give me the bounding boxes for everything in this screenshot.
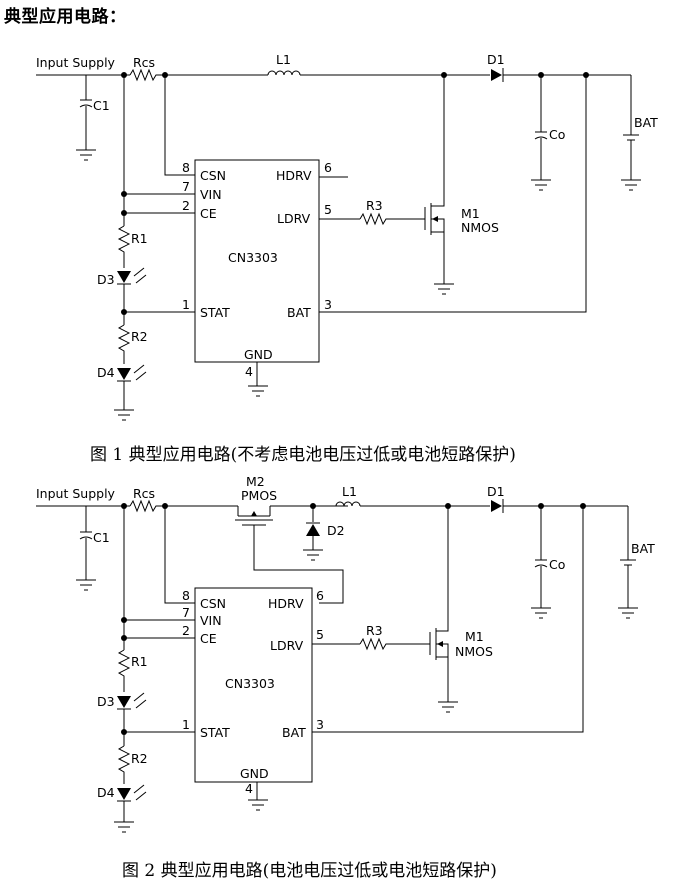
l1-label: L1 (342, 484, 357, 499)
pin-stat-label: STAT (200, 305, 230, 320)
pmos-label: PMOS (241, 488, 277, 503)
m1-label: M1 (465, 629, 484, 644)
pin-ce-label: CE (200, 206, 217, 221)
r1-resistor (117, 225, 131, 268)
pin-4-number: 4 (245, 364, 253, 379)
pin-7-number: 7 (182, 605, 190, 620)
rcs-resistor (129, 68, 165, 82)
pin-stat-label: STAT (200, 725, 230, 740)
pin-ldrv-label: LDRV (270, 638, 304, 653)
rcs-resistor (129, 499, 165, 513)
d4-label: D4 (97, 785, 115, 800)
r3-resistor (359, 637, 430, 651)
l1-label: L1 (276, 52, 291, 67)
pin-8-number: 8 (182, 588, 190, 603)
nmos-label: NMOS (461, 220, 499, 235)
c1-label: C1 (93, 98, 110, 113)
pin-gnd-label: GND (244, 347, 273, 362)
r2-resistor (117, 745, 131, 784)
d4-led (117, 788, 131, 800)
pin-vin-label: VIN (200, 187, 222, 202)
m1-nmos-transistor (424, 75, 445, 284)
pin-1-number: 1 (182, 297, 190, 312)
pin-csn-label: CSN (200, 596, 226, 611)
rcs-label: Rcs (133, 55, 155, 70)
nmos-label: NMOS (455, 644, 493, 659)
m1-nmos-transistor (429, 506, 449, 702)
d2-diode (306, 524, 320, 536)
d1-label: D1 (487, 484, 505, 499)
r3-label: R3 (366, 623, 383, 638)
d1-diode (491, 69, 502, 81)
pin-hdrv-label: HDRV (276, 168, 312, 183)
m2-pmos-transistor (235, 506, 344, 604)
pin-3-number: 3 (324, 297, 332, 312)
d3-led (117, 271, 131, 283)
battery-symbol (623, 134, 639, 180)
circuit-diagram-2: Input Supply Rcs M2 PMOS L1 D2 D1 BAT Co (36, 474, 655, 833)
l1-inductor (335, 501, 361, 507)
d2-label: D2 (327, 523, 345, 538)
m1-label: M1 (461, 206, 480, 221)
pin-hdrv-label: HDRV (268, 596, 304, 611)
chip-name: CN3303 (225, 676, 275, 691)
d3-label: D3 (97, 694, 115, 709)
pin-gnd-label: GND (240, 766, 269, 781)
circuit-diagram-1: Input Supply Rcs L1 D1 BAT Co C1 (36, 52, 658, 421)
pin-1-number: 1 (182, 717, 190, 732)
d3-label: D3 (97, 272, 115, 287)
pin-vin-label: VIN (200, 613, 222, 628)
d4-label: D4 (97, 365, 115, 380)
pin-ce-label: CE (200, 631, 217, 646)
r2-label: R2 (131, 751, 148, 766)
d1-label: D1 (487, 52, 505, 67)
pin-ldrv-label: LDRV (277, 211, 311, 226)
cn3303-chip (194, 587, 313, 783)
pin-4-number: 4 (245, 781, 253, 796)
pin-csn-label: CSN (200, 168, 226, 183)
r2-label: R2 (131, 329, 148, 344)
pin-2-number: 2 (182, 198, 190, 213)
pin-6-number: 6 (324, 160, 332, 175)
r1-label: R1 (131, 231, 148, 246)
ground-symbol (76, 579, 638, 833)
section-heading: 典型应用电路： (4, 7, 127, 27)
battery-symbol (620, 559, 636, 608)
co-label: Co (549, 557, 565, 572)
r1-resistor (117, 649, 131, 692)
pin-bat-label: BAT (287, 305, 311, 320)
pin-8-number: 8 (182, 160, 190, 175)
pin-5-number: 5 (324, 202, 332, 217)
r3-label: R3 (366, 198, 383, 213)
pin-6-number: 6 (316, 588, 324, 603)
d3-led (117, 696, 131, 708)
bat-label: BAT (634, 115, 658, 130)
pin-bat-label: BAT (282, 725, 306, 740)
chip-name: CN3303 (228, 250, 278, 265)
pin-3-number: 3 (316, 717, 324, 732)
bat-label: BAT (631, 541, 655, 556)
co-label: Co (549, 127, 565, 142)
pin-2-number: 2 (182, 623, 190, 638)
r1-label: R1 (131, 654, 148, 669)
ground-symbol (76, 149, 641, 421)
rcs-label: Rcs (133, 486, 155, 501)
figure-1-caption: 图 1 典型应用电路(不考虑电池电压过低或电池短路保护) (90, 445, 516, 465)
pin-5-number: 5 (316, 627, 324, 642)
input-supply-label: Input Supply (36, 486, 116, 501)
r2-resistor (117, 324, 131, 364)
pin-7-number: 7 (182, 179, 190, 194)
cn3303-chip (194, 159, 320, 363)
figure-2-caption: 图 2 典型应用电路(电池电压过低或电池短路保护) (122, 861, 497, 881)
c1-label: C1 (93, 530, 110, 545)
d1-diode (491, 500, 502, 512)
d4-led (117, 368, 131, 380)
input-supply-label: Input Supply (36, 55, 116, 70)
m2-label: M2 (246, 474, 265, 489)
r3-resistor (359, 212, 425, 226)
l1-inductor (267, 70, 301, 76)
